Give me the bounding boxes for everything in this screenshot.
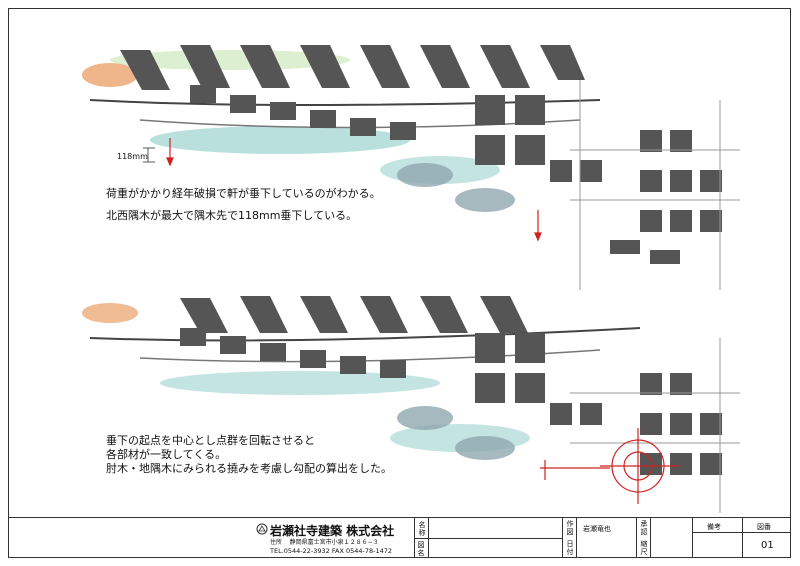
eave-line — [89, 327, 641, 342]
title-divider — [414, 538, 562, 539]
bracket-blocks — [180, 328, 722, 475]
remarks-label: 備考 — [707, 523, 721, 531]
bottom-caption-line-3: 肘木・地隅木にみられる撓みを考慮し勾配の算出をした。 — [106, 462, 392, 475]
drawing-sheet — [8, 8, 791, 558]
drawing-number-cell: 図番 01 — [742, 518, 791, 558]
field-name-label: 名称 — [418, 521, 426, 537]
bottom-drawing-panel — [80, 288, 740, 513]
bottom-caption-line-2: 各部材が一致してくる。 — [106, 448, 227, 461]
top-caption-line-2: 北西隅木が最大で隅木先で118mm垂下している。 — [106, 209, 358, 222]
bracket-blocks — [190, 85, 722, 264]
creator-label-cell: 作図 日付 — [562, 518, 576, 558]
approval-value-cell — [650, 518, 692, 558]
cloud-green-band — [110, 50, 350, 70]
creator-name: 岩瀬竜也 — [583, 525, 611, 533]
scale-label: 縮尺 — [640, 540, 648, 556]
top-point-cloud-drawing — [82, 45, 740, 290]
remarks-cell: 備考 — [692, 518, 742, 558]
measurement-bracket — [143, 147, 155, 163]
rotation-center-marker — [600, 428, 680, 504]
top-drawing-panel: 118mm — [80, 40, 740, 290]
approval-label-cell: 承認 縮尺 — [636, 518, 650, 558]
dragon-carvings — [397, 163, 515, 212]
creator-label-bottom: 日付 — [566, 540, 574, 556]
remarks-divider — [692, 532, 791, 533]
approval-label: 承認 — [640, 520, 648, 536]
cloud-teal-band — [150, 126, 410, 154]
company-name: 岩瀬社寺建築 株式会社 — [270, 524, 395, 538]
address-value: 静岡県富士宮市小泉１２８６−３ — [289, 539, 379, 546]
roof-rafters — [180, 296, 528, 333]
top-caption-line-1: 荷重がかかり経年破損で軒が垂下しているのがわかる。 — [106, 187, 381, 200]
deflection-arrows — [166, 138, 542, 242]
drawing-number: 01 — [761, 540, 774, 551]
name-value-cell — [428, 518, 562, 558]
field-drawing-label: 図名 — [417, 541, 425, 557]
roof-rafters — [120, 45, 585, 90]
company-tel-fax: TEL.0544-22-3932 FAX 0544-78-1472 — [270, 547, 393, 555]
deflection-measurement: 118mm — [117, 152, 148, 161]
creator-label-top: 作図 — [566, 520, 574, 536]
creator-value-cell: 岩瀬竜也 — [576, 518, 636, 558]
rotation-arrow — [540, 460, 610, 480]
title-block: 岩瀬社寺建築 株式会社 住所 静岡県富士宮市小泉１２８６−３ TEL.0544-… — [8, 517, 791, 558]
eave-line — [89, 99, 601, 106]
structure-lines — [570, 338, 740, 513]
drawing-number-label: 図番 — [757, 523, 771, 531]
cloud-orange-patch — [82, 303, 138, 323]
company-logo-icon — [256, 523, 268, 535]
address-label: 住所 — [270, 539, 283, 546]
bottom-caption-line-1: 垂下の起点を中心とし点群を回転させると — [106, 434, 315, 447]
dragon-carvings — [397, 406, 515, 460]
cloud-teal-band — [160, 371, 440, 395]
structure-lines — [570, 80, 740, 290]
bottom-point-cloud-drawing — [82, 296, 740, 513]
cloud-orange-patch — [82, 63, 138, 87]
company-address: 住所 静岡県富士宮市小泉１２８６−３ — [270, 537, 379, 546]
